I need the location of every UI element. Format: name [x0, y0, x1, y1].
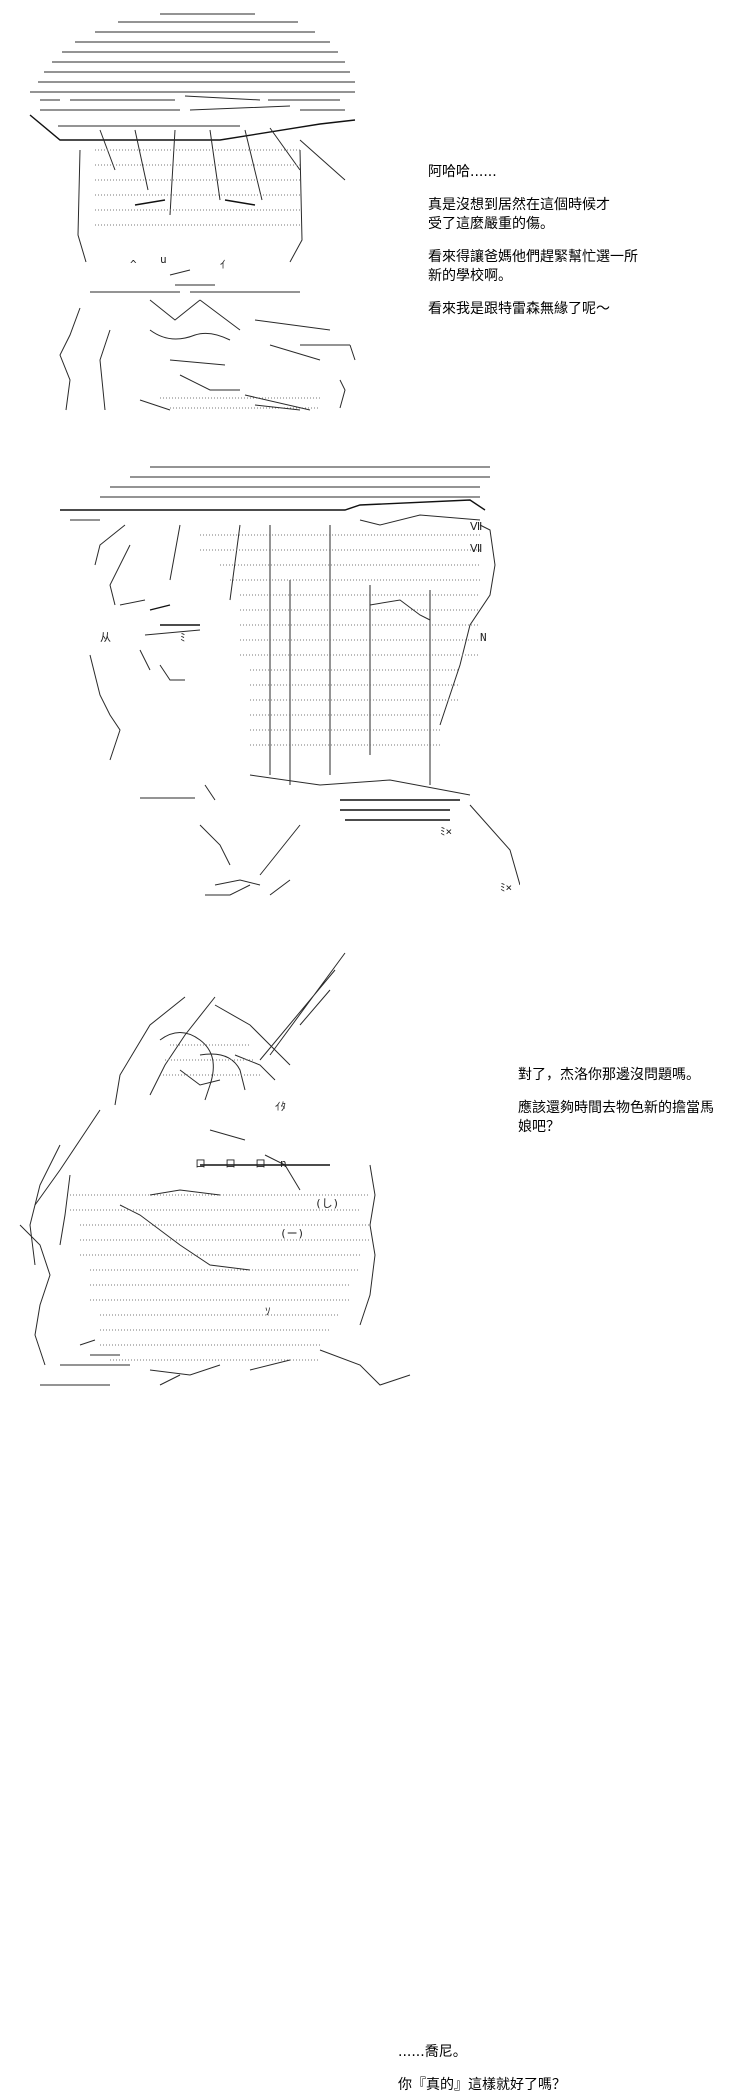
dialogue-line: 對了，杰洛你那邊沒問題嗎。	[518, 1067, 700, 1083]
svg-text:Ⅶ: Ⅶ	[470, 542, 482, 555]
character-with-cap-closeup-ascii-art: 从 ﾐ N Ⅶ Ⅶ ﾐ× ﾐ×	[0, 455, 520, 920]
dialogue-box-3: ......喬尼。 你『真的』這樣就好了嗎？	[398, 2043, 728, 2095]
dialogue-line: 你『真的』這樣就好了嗎？	[398, 2077, 566, 2093]
svg-text:N: N	[480, 631, 487, 644]
svg-text:ｿ: ｿ	[265, 1305, 271, 1318]
svg-text:n: n	[280, 1157, 287, 1170]
dialogue-line: ......喬尼。	[398, 2044, 467, 2060]
horse-girl-with-ears-ascii-art: ロ ロ ロ n (ー) (し) ｿ ｲﾀ	[0, 945, 420, 1415]
panel-1: ^ ｲ u 阿哈哈...... 真是沒想到居然在這個時候才 受了這麼嚴重的傷。 …	[0, 0, 751, 430]
svg-text:u: u	[160, 253, 167, 266]
dialogue-line: 真是沒想到居然在這個時候才 受了這麼嚴重的傷。	[428, 197, 610, 232]
svg-text:ロ: ロ	[195, 1157, 206, 1170]
svg-text:ｲ: ｲ	[220, 258, 226, 271]
svg-text:ロ: ロ	[255, 1157, 266, 1170]
dialogue-box-2: 對了，杰洛你那邊沒問題嗎。 應該還夠時間去物色新的擔當馬 娘吧？	[518, 1066, 748, 1137]
svg-text:ロ: ロ	[225, 1157, 236, 1170]
svg-text:(ー): (ー)	[280, 1227, 304, 1240]
dialogue-line: 看來我是跟特雷森無緣了呢〜	[428, 301, 610, 317]
svg-text:ﾐ×: ﾐ×	[500, 881, 512, 894]
panel-2: 从 ﾐ N Ⅶ Ⅶ ﾐ× ﾐ× 對了，杰洛你那邊沒問題嗎。 應該還夠時間去物色新…	[0, 455, 751, 1135]
svg-text:ｲﾀ: ｲﾀ	[275, 1100, 286, 1113]
character-with-cap-ascii-art: ^ ｲ u	[0, 0, 420, 430]
svg-text:ﾐ: ﾐ	[180, 631, 186, 644]
svg-text:^: ^	[130, 258, 137, 271]
svg-text:ﾐ×: ﾐ×	[440, 825, 452, 838]
dialogue-box-1: 阿哈哈...... 真是沒想到居然在這個時候才 受了這麼嚴重的傷。 看來得讓爸媽…	[428, 163, 728, 319]
dialogue-line: 阿哈哈......	[428, 164, 497, 180]
panel-3: ロ ロ ロ n (ー) (し) ｿ ｲﾀ ......喬尼。 你『真的』這樣就好…	[0, 945, 751, 2093]
dialogue-line: 應該還夠時間去物色新的擔當馬 娘吧？	[518, 1100, 714, 1135]
svg-text:(し): (し)	[315, 1197, 339, 1210]
svg-text:Ⅶ: Ⅶ	[470, 520, 482, 533]
dialogue-line: 看來得讓爸媽他們趕緊幫忙選一所 新的學校啊。	[428, 249, 638, 284]
svg-text:从: 从	[100, 631, 111, 644]
